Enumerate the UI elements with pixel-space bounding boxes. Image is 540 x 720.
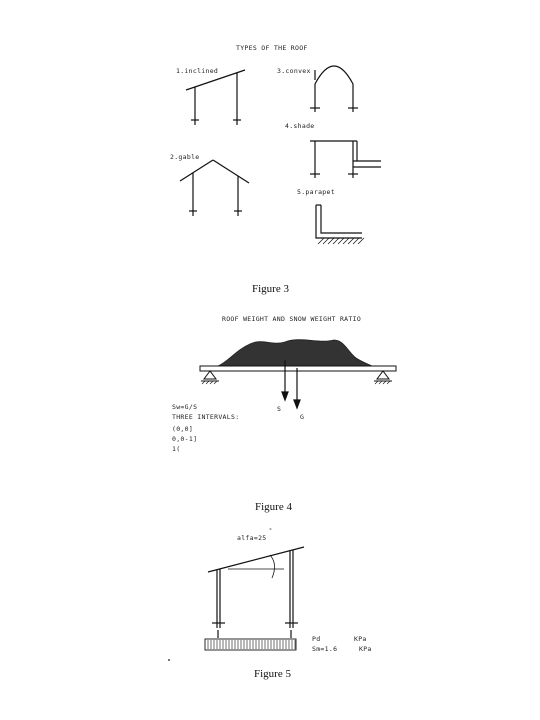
angle-indicator [228, 554, 284, 579]
load-hatching [207, 640, 296, 649]
left-support [201, 370, 219, 382]
note-line-1: Sw=G/S [172, 403, 198, 411]
parapet-hatching [317, 237, 365, 245]
shade-roof-diagram [310, 140, 381, 178]
scan-mark [168, 659, 170, 661]
label-shade: 4.shade [285, 122, 315, 130]
arrow-label-s: S [277, 405, 282, 413]
arrow-label-g: G [300, 413, 305, 421]
angle-label: alfa=25 [237, 534, 267, 542]
beam [199, 365, 397, 372]
inclined-roof-diagram [185, 69, 246, 125]
note-line-5: 1( [172, 445, 181, 453]
figure3-drawings [179, 65, 381, 245]
label-parapet: 5.parapet [297, 188, 335, 196]
convex-roof-diagram [310, 65, 358, 112]
figure3-caption: Figure 3 [252, 283, 289, 295]
figure4-title: ROOF WEIGHT AND SNOW WEIGHT RATIO [222, 315, 362, 323]
figure3-title: TYPES OF THE ROOF [236, 44, 308, 52]
value-row-2-unit: KPa [359, 645, 372, 653]
note-line-3: (0,0] [172, 425, 194, 433]
snow-load-arrow [281, 360, 289, 402]
label-inclined: 1.inclined [176, 67, 219, 75]
note-line-4: 0,0-1] [172, 435, 198, 443]
value-row-1-name: Pd [312, 635, 321, 643]
figure5-caption: Figure 5 [254, 668, 291, 680]
snow-mass [217, 339, 373, 367]
label-convex: 3.convex [277, 67, 311, 75]
value-row-2-name: Sm=1.6 [312, 645, 338, 653]
note-line-2: THREE INTERVALS: [172, 413, 240, 421]
distributed-load [204, 638, 297, 651]
degree-mark: ° [269, 528, 273, 534]
value-row-1-unit: KPa [354, 635, 367, 643]
figure4-caption: Figure 4 [255, 501, 292, 513]
parapet-diagram [315, 204, 362, 239]
roof-weight-arrow [293, 368, 301, 410]
label-gable: 2.gable [170, 153, 200, 161]
right-support [374, 370, 392, 382]
gable-roof-diagram [179, 159, 250, 216]
rafter [207, 546, 305, 573]
